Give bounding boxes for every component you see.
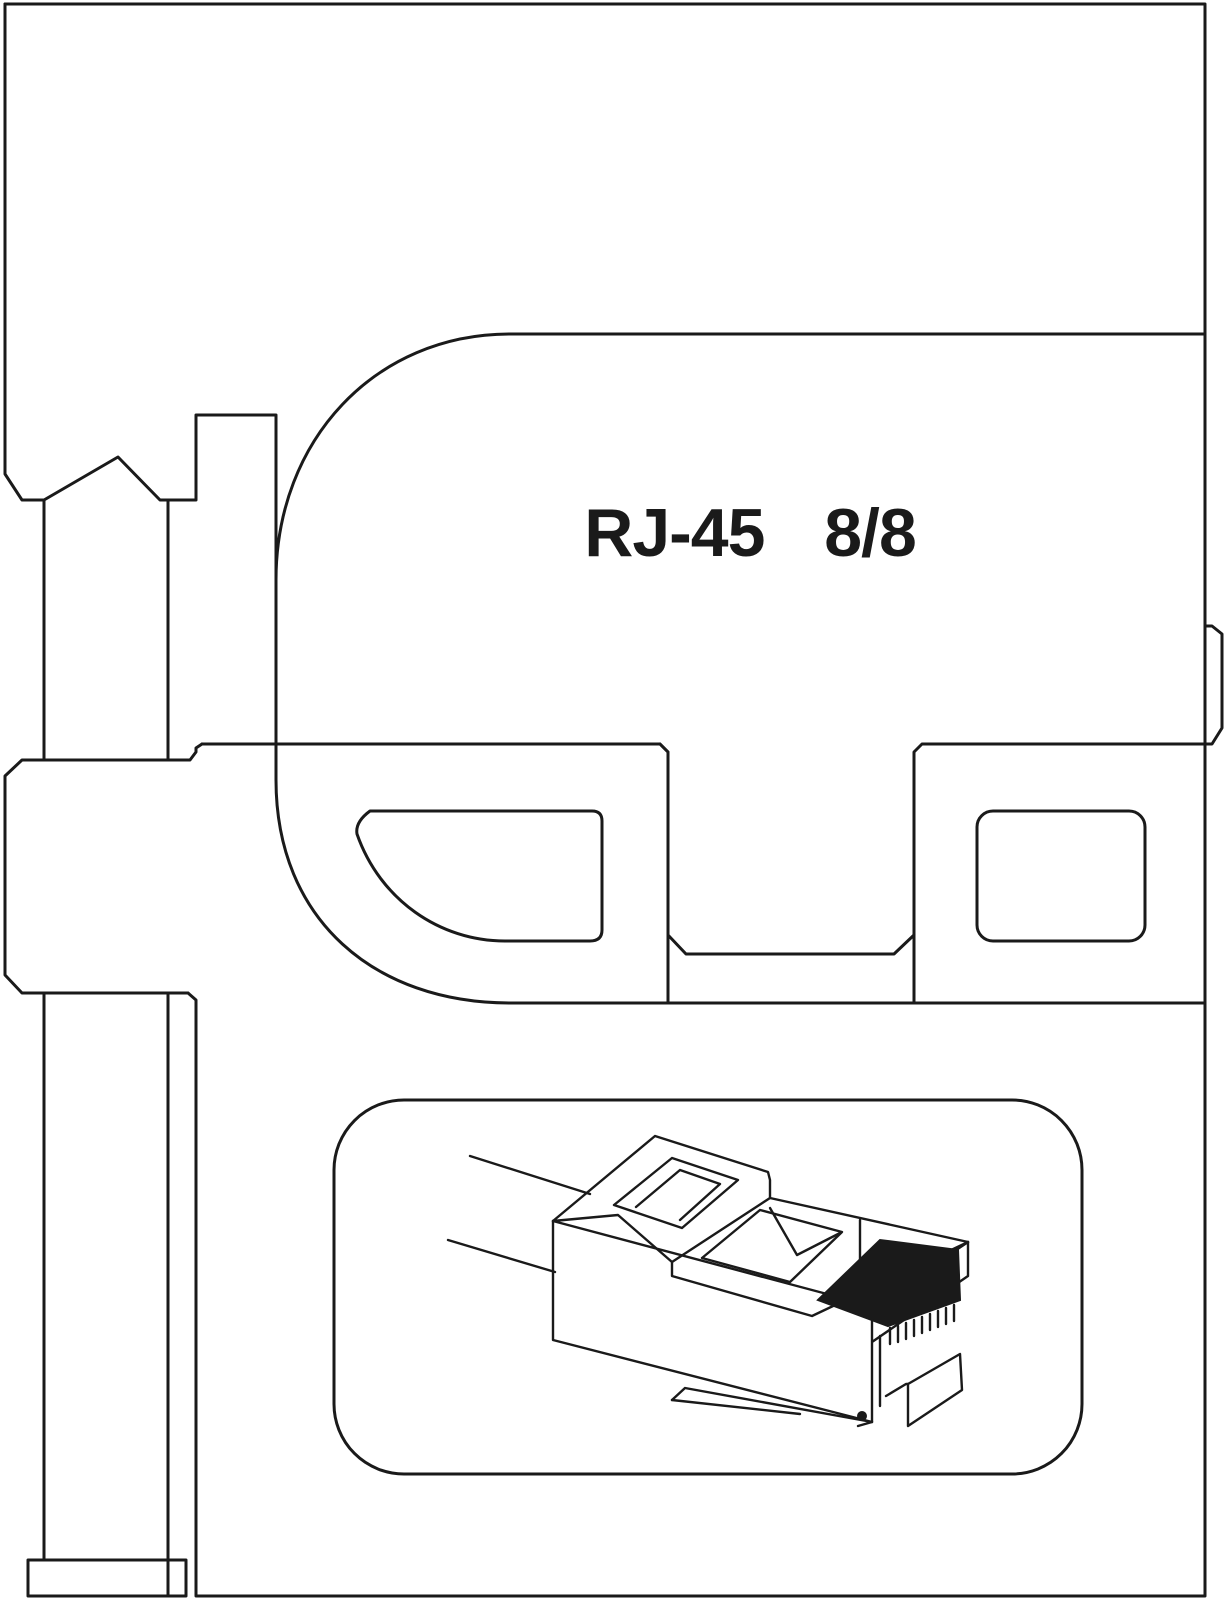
latch-block-window: [634, 1168, 722, 1222]
latch-block-inner: [612, 1156, 740, 1230]
middle-bar-right: [912, 742, 1207, 1005]
contact-ridges: [888, 1303, 956, 1346]
left-jaw-profile: [3, 2, 278, 742]
connector-front-edge: [551, 1219, 874, 1308]
contact-pins: [816, 1238, 962, 1328]
right-tab: [1203, 624, 1224, 746]
cable-line-bottom: [446, 1238, 557, 1274]
cross-bar: [3, 742, 204, 995]
connector-body-left: [551, 1219, 874, 1424]
latch-clip: [906, 1352, 964, 1428]
bottom-foot: [26, 1558, 188, 1598]
top-recess-v: [768, 1206, 842, 1257]
label-panel: [274, 332, 1207, 1005]
right-window: [975, 809, 1147, 943]
illustration-frame: [332, 1098, 1084, 1476]
connector-body-top: [551, 1134, 970, 1244]
crimp-notch: [658, 742, 916, 956]
latch-block: [551, 1196, 772, 1264]
latch-pivot: [857, 1411, 867, 1421]
latch-arm: [670, 1386, 874, 1428]
latch-clip-side: [884, 1382, 910, 1398]
left-window: [355, 809, 604, 943]
rj45-connector-icon: [446, 1134, 970, 1428]
cable-line-top: [468, 1154, 592, 1196]
middle-bar: [200, 742, 670, 1005]
latch-arm-bottom: [670, 1398, 802, 1416]
top-recess-inner: [700, 1208, 844, 1284]
insert-label: RJ-45 8/8: [584, 495, 917, 571]
outer-frame: [3, 2, 1207, 1598]
